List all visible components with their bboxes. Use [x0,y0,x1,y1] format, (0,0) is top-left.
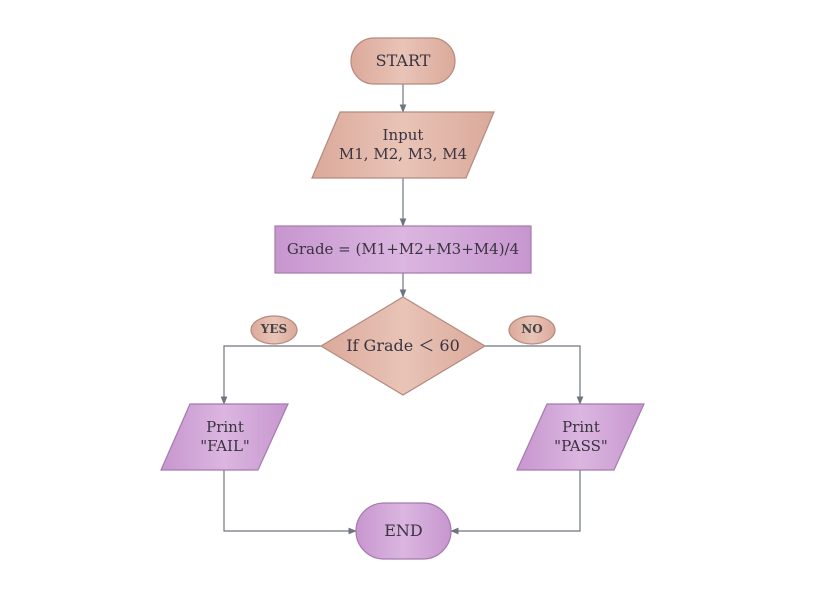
no-text: NO [521,322,543,337]
process-text: Grade = (M1+M2+M3+M4)/4 [286,239,520,258]
no-label: NO [509,316,555,344]
connector-pass-end [450,470,581,535]
connector-decision-pass [485,345,584,405]
print-fail-line2: "FAIL" [200,437,250,455]
input-text-line2: M1, M2, M3, M4 [338,145,468,163]
print-pass-line1: Print [562,417,600,436]
yes-label: YES [251,316,297,344]
process-label: Grade = (M1+M2+M3+M4)/4 [275,226,531,273]
print-fail-label: Print "FAIL" [170,404,280,470]
print-fail-line1: Print [206,417,244,436]
decision-label: If Grade ＜ 60 [321,322,485,370]
print-pass-parallelogram[interactable] [516,403,645,471]
start-text: START [375,50,431,70]
decision-diamond[interactable] [319,296,487,396]
yes-tag [250,315,298,345]
print-pass-label: Print "PASS" [526,404,636,470]
no-tag [508,315,556,345]
print-pass-line2: "PASS" [554,437,608,455]
grade-process-box[interactable] [274,225,532,274]
input-label: Input M1, M2, M3, M4 [318,112,488,178]
connector-decision-fail [220,345,321,405]
decision-text: If Grade ＜ 60 [346,335,460,355]
connector-fail-end [223,470,357,535]
end-label: END [356,503,451,559]
input-parallelogram[interactable] [311,111,495,179]
input-text-line1: Input [382,125,424,144]
end-terminator[interactable] [355,502,452,560]
start-label: START [351,38,455,84]
end-text: END [384,520,423,540]
print-fail-parallelogram[interactable] [160,403,289,471]
start-terminator[interactable] [350,37,456,85]
yes-text: YES [260,322,288,337]
